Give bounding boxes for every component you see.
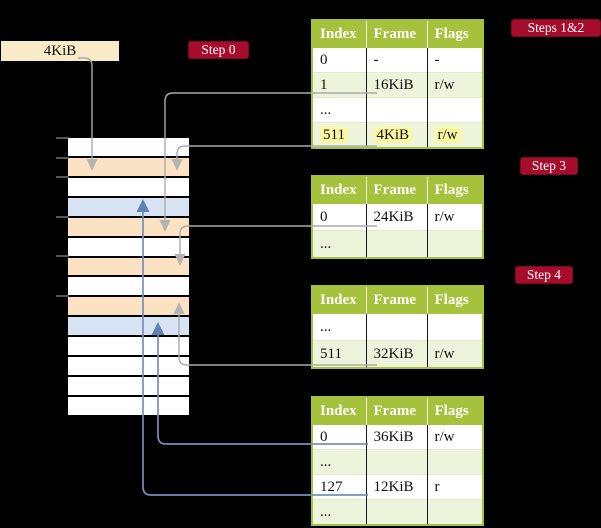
memory-row-3-blue: [68, 195, 189, 216]
table-cell: [426, 499, 483, 525]
memory-row-9-blue: [68, 315, 189, 336]
table-cell: r/w: [426, 425, 483, 450]
table-header-frame: Frame: [365, 397, 427, 425]
table-header-index: Index: [312, 397, 366, 425]
table-cell: [426, 449, 483, 475]
table-cell: r/w: [426, 122, 483, 148]
table-header-frame: Frame: [365, 176, 427, 204]
memory-row-5-white: [68, 235, 189, 256]
table-cell: [365, 314, 427, 341]
table-cell: 0: [320, 208, 328, 225]
table-cell: [365, 230, 427, 258]
table-row: ...: [312, 499, 483, 525]
table-cell: ...: [312, 230, 366, 258]
table-cell: -: [426, 48, 483, 73]
memory-row-13-white: [68, 394, 189, 415]
table-cell: ...: [312, 499, 366, 525]
memory-row-11-white: [68, 355, 189, 376]
physical-memory-stack: [68, 138, 189, 415]
table-cell: r/w: [426, 204, 483, 231]
table-cell: 1: [312, 72, 366, 98]
table-cell: [365, 499, 427, 525]
table-header-index: Index: [312, 286, 366, 314]
table-row: 0 --: [312, 48, 483, 73]
table-header-frame: Frame: [365, 286, 427, 314]
table-row: ...: [312, 314, 483, 341]
table-cell: [426, 97, 483, 123]
memory-row-2-white: [68, 175, 189, 196]
table-header-frame: Frame: [365, 20, 427, 48]
table-cell: 36KiB: [365, 425, 427, 450]
table-cell: [426, 230, 483, 258]
table-cell: [426, 314, 483, 341]
memory-row-8-peach: [68, 295, 189, 316]
table-row: ...: [312, 449, 483, 475]
table-cell: 0: [320, 428, 328, 445]
table-cell: 0: [320, 51, 328, 68]
table-cell: 511: [312, 340, 366, 368]
table-header-flags: Flags: [426, 176, 483, 204]
memory-row-10-white: [68, 335, 189, 356]
table-row: ...: [312, 97, 483, 123]
step-label-4: Step 4: [515, 266, 573, 284]
table-cell: 16KiB: [365, 72, 427, 98]
step-label-1-2: Steps 1&2: [511, 19, 601, 37]
table-cell: r: [426, 474, 483, 500]
frame-4kib-box: 4KiB: [1, 41, 119, 61]
table-header-index: Index: [312, 20, 366, 48]
table-cell: 4KiB: [365, 122, 427, 148]
memory-row-0-white: [68, 138, 189, 156]
memory-row-4-peach: [68, 215, 189, 236]
table-cell: ...: [320, 318, 332, 335]
table-cell: [365, 97, 427, 123]
memory-row-7-white: [68, 275, 189, 296]
step-label-0: Step 0: [188, 41, 249, 59]
table-cell: ...: [312, 97, 366, 123]
table-cell: 32KiB: [365, 340, 427, 368]
table-cell: 24KiB: [365, 204, 427, 231]
step-label-3: Step 3: [520, 157, 578, 175]
table-header-flags: Flags: [426, 397, 483, 425]
table-header-flags: Flags: [426, 20, 483, 48]
table-cell: 12KiB: [365, 474, 427, 500]
table-cell: 511: [312, 122, 366, 148]
table-cell: ...: [312, 449, 366, 475]
memory-row-12-white: [68, 375, 189, 395]
table-row: ...: [312, 230, 483, 258]
memory-row-1-peach: [68, 155, 189, 176]
table-cell: [365, 449, 427, 475]
table-cell: r/w: [426, 340, 483, 368]
memory-row-6-peach: [68, 255, 189, 276]
table-cell: 127: [312, 474, 366, 500]
table-cell: r/w: [426, 72, 483, 98]
table-cell: -: [365, 48, 427, 73]
table-header-index: Index: [312, 176, 366, 204]
table-header-flags: Flags: [426, 286, 483, 314]
